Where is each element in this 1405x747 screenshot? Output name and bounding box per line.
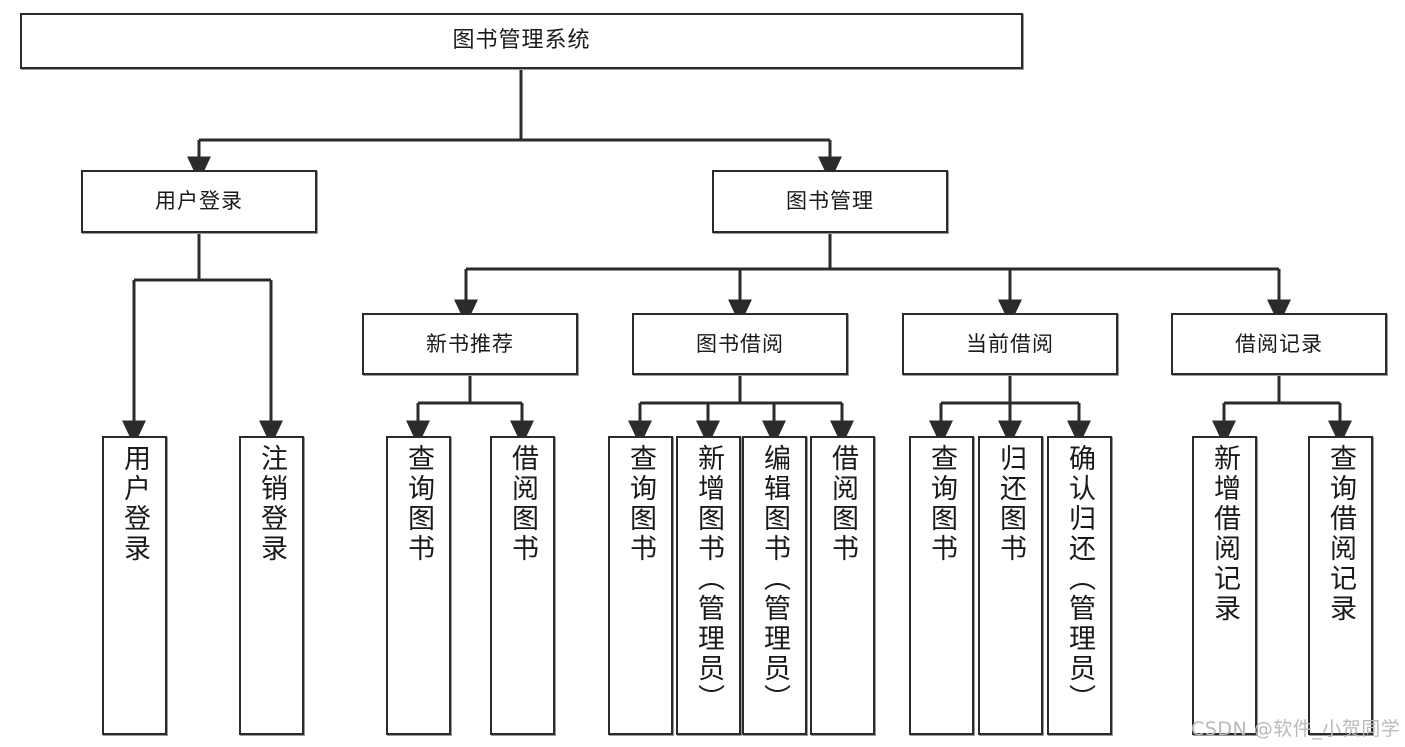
node-label: 确认归还（管理员） bbox=[1064, 444, 1095, 714]
node-label: 新增图书（管理员） bbox=[693, 444, 724, 714]
leaf-borrow-record-query[interactable]: 查询借阅记录 bbox=[1308, 436, 1373, 735]
node-label: 用户登录 bbox=[155, 189, 243, 214]
leaf-current-borrow-return[interactable]: 归还图书 bbox=[978, 436, 1043, 735]
node-label: 新增借阅记录 bbox=[1209, 444, 1240, 624]
node-user-login[interactable]: 用户登录 bbox=[81, 170, 317, 233]
node-label: 借阅图书 bbox=[507, 444, 538, 564]
node-current-borrow[interactable]: 当前借阅 bbox=[902, 313, 1118, 375]
csdn-watermark: CSDN @软件_小贺同学 bbox=[1191, 718, 1401, 740]
leaf-book-borrow-query[interactable]: 查询图书 bbox=[608, 436, 673, 735]
node-book-management[interactable]: 图书管理 bbox=[712, 170, 948, 233]
leaf-current-borrow-confirm-return[interactable]: 确认归还（管理员） bbox=[1047, 436, 1112, 735]
leaf-current-borrow-query[interactable]: 查询图书 bbox=[909, 436, 974, 735]
node-new-book-recommend[interactable]: 新书推荐 bbox=[362, 313, 578, 375]
node-label: 图书借阅 bbox=[696, 331, 784, 356]
node-label: 图书管理 bbox=[786, 189, 874, 214]
leaf-book-borrow-add[interactable]: 新增图书（管理员） bbox=[676, 436, 741, 735]
node-label: 借阅记录 bbox=[1235, 331, 1323, 356]
node-label: 当前借阅 bbox=[966, 331, 1054, 356]
node-borrow-record[interactable]: 借阅记录 bbox=[1171, 313, 1387, 375]
node-label: 查询图书 bbox=[625, 444, 656, 564]
node-book-borrow[interactable]: 图书借阅 bbox=[632, 313, 848, 375]
leaf-new-book-query[interactable]: 查询图书 bbox=[386, 436, 451, 735]
node-label: 查询图书 bbox=[403, 444, 434, 564]
node-label: 查询借阅记录 bbox=[1325, 444, 1356, 624]
leaf-new-book-borrow[interactable]: 借阅图书 bbox=[490, 436, 555, 735]
node-root-system[interactable]: 图书管理系统 bbox=[20, 13, 1023, 69]
node-label: 注销登录 bbox=[256, 444, 287, 564]
node-label: 查询图书 bbox=[926, 444, 957, 564]
node-label: 借阅图书 bbox=[827, 444, 858, 564]
leaf-book-borrow-borrow[interactable]: 借阅图书 bbox=[810, 436, 875, 735]
node-label: 新书推荐 bbox=[426, 331, 514, 356]
node-label: 编辑图书（管理员） bbox=[759, 444, 790, 714]
leaf-book-borrow-edit[interactable]: 编辑图书（管理员） bbox=[742, 436, 807, 735]
node-label: 归还图书 bbox=[995, 444, 1026, 564]
leaf-borrow-record-add[interactable]: 新增借阅记录 bbox=[1192, 436, 1257, 735]
node-label: 用户登录 bbox=[119, 444, 150, 564]
node-label: 图书管理系统 bbox=[452, 28, 591, 54]
leaf-user-login-logout[interactable]: 注销登录 bbox=[239, 436, 304, 735]
leaf-user-login-login[interactable]: 用户登录 bbox=[102, 436, 167, 735]
